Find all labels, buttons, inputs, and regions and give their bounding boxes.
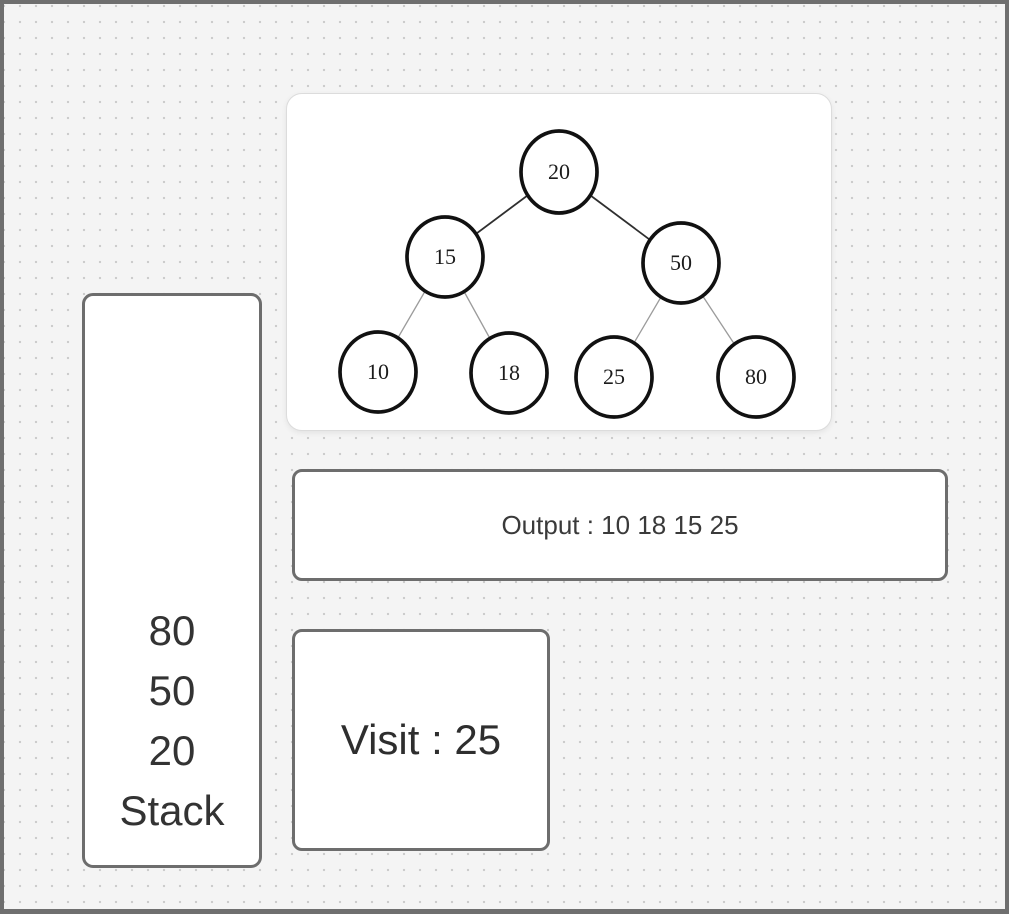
node-circle[interactable] bbox=[338, 330, 418, 414]
node-label: 25 bbox=[603, 364, 625, 389]
visit-box[interactable]: Visit : 25 bbox=[292, 629, 550, 851]
tree-node-root[interactable]: 20 bbox=[519, 129, 599, 215]
node-circle[interactable] bbox=[574, 335, 654, 419]
tree-card[interactable]: 20 15 50 10 18 25 bbox=[286, 93, 832, 431]
node-label: 20 bbox=[548, 159, 570, 184]
tree-node-leaf-1[interactable]: 10 bbox=[338, 330, 418, 414]
node-circle[interactable] bbox=[469, 331, 549, 415]
node-circle[interactable] bbox=[519, 129, 599, 215]
tree-node-right[interactable]: 50 bbox=[641, 221, 721, 305]
node-label: 10 bbox=[367, 359, 389, 384]
node-label: 80 bbox=[745, 364, 767, 389]
stack-title: Stack bbox=[119, 787, 225, 834]
stack-item: 80 bbox=[148, 607, 196, 654]
node-circle[interactable] bbox=[716, 335, 796, 419]
node-label: 15 bbox=[434, 244, 456, 269]
output-text: Output : 10 18 15 25 bbox=[501, 509, 739, 540]
tree-node-leaf-2[interactable]: 18 bbox=[469, 331, 549, 415]
visit-text: Visit : 25 bbox=[340, 716, 502, 763]
tree-node-leaf-4[interactable]: 80 bbox=[716, 335, 796, 419]
node-circle[interactable] bbox=[641, 221, 721, 305]
stack-panel[interactable]: 80 50 20 Stack bbox=[82, 293, 262, 868]
tree-node-leaf-3[interactable]: 25 bbox=[574, 335, 654, 419]
output-box[interactable]: Output : 10 18 15 25 bbox=[292, 469, 948, 581]
stack-item: 20 bbox=[148, 727, 196, 774]
stack-item: 50 bbox=[148, 667, 196, 714]
node-label: 18 bbox=[498, 360, 520, 385]
binary-tree-diagram: 20 15 50 10 18 25 bbox=[338, 129, 796, 419]
node-circle[interactable] bbox=[405, 215, 485, 299]
tree-node-left[interactable]: 15 bbox=[405, 215, 485, 299]
node-label: 50 bbox=[670, 250, 692, 275]
